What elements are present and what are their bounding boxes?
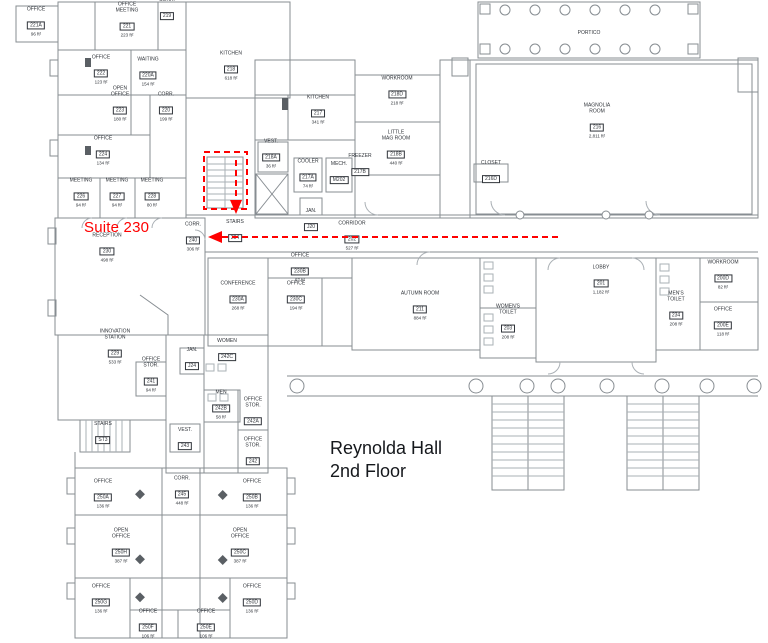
route-dashed-path <box>203 151 558 238</box>
route-arrowheads <box>208 200 242 243</box>
walls <box>15 1 759 639</box>
suite-230-callout: Suite 230 <box>84 219 150 236</box>
floor-title-line1: Reynolda Hall <box>330 438 443 458</box>
floor-title-line2: 2nd Floor <box>330 461 407 482</box>
floor-title: Reynolda Hall 2nd Floor <box>330 437 442 483</box>
column-symbols <box>289 3 762 394</box>
stair-treads-and-doors <box>81 157 699 477</box>
